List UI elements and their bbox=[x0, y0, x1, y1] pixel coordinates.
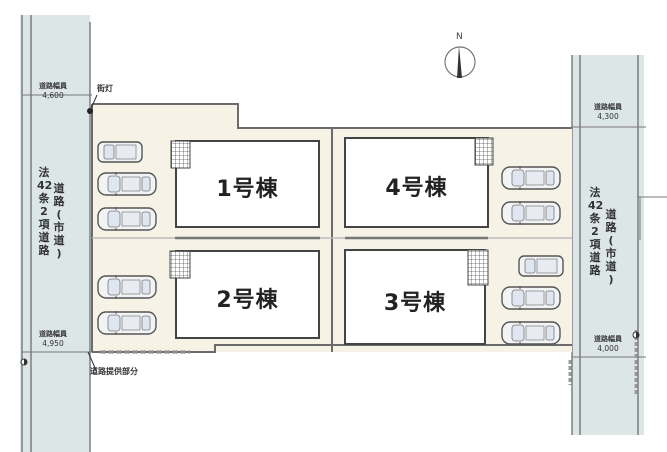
east-road-width-top: 道路幅員 4,300 bbox=[594, 103, 622, 121]
car-icon bbox=[501, 285, 561, 311]
lot-2-label: 2号棟 bbox=[216, 288, 279, 313]
car-icon bbox=[97, 171, 157, 197]
west-road-name-col2: 道路(市道) bbox=[53, 182, 65, 260]
car-icon bbox=[501, 200, 561, 226]
car-icon bbox=[97, 274, 157, 300]
west-road-width-top: 道路幅員 4,600 bbox=[39, 82, 67, 100]
east-road-name-col2: 道路(市道) bbox=[605, 208, 617, 286]
car-icon bbox=[97, 310, 157, 336]
west-road bbox=[20, 15, 90, 452]
car-icon bbox=[501, 165, 561, 191]
lot-1-label: 1号棟 bbox=[216, 177, 279, 202]
car-icon bbox=[501, 320, 561, 346]
lot-3-label: 3号棟 bbox=[383, 291, 447, 316]
north-arrow-icon bbox=[444, 46, 476, 78]
west-road-width-bottom: 道路幅員 4,950 bbox=[39, 330, 67, 348]
car-icon bbox=[518, 255, 564, 277]
car-icon bbox=[97, 141, 143, 163]
east-road bbox=[572, 55, 644, 435]
lot-4-label: 4号棟 bbox=[385, 176, 448, 201]
east-road-width-bottom: 道路幅員 4,000 bbox=[594, 335, 622, 353]
streetlight-label: 街灯 bbox=[97, 84, 113, 93]
compass-north-label: N bbox=[456, 32, 463, 42]
road-provision-label: 道路提供部分 bbox=[90, 367, 138, 376]
car-icon bbox=[97, 206, 157, 232]
